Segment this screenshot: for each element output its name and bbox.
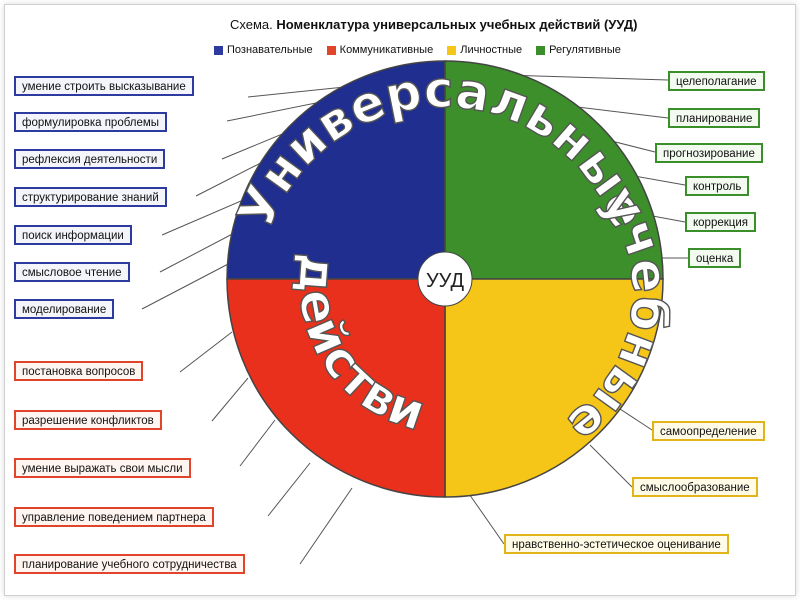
- communicative-item-questions: постановка вопросов: [14, 361, 144, 381]
- legend-swatch-blue: [214, 45, 223, 55]
- communicative-item-conflicts: разрешение конфликтов: [14, 410, 162, 430]
- personal-item-self-determination: самоопределение: [652, 421, 765, 441]
- cognitive-item-reading: смысловое чтение: [14, 262, 130, 282]
- title-main: Номенклатура универсальных учебных дейст…: [276, 17, 638, 32]
- wheel: [226, 60, 664, 498]
- center-label: УУД: [426, 270, 465, 292]
- personal-item-meaning: смыслообразование: [632, 477, 758, 497]
- quadrant-personal: [444, 278, 664, 498]
- cognitive-item-modeling: моделирование: [14, 299, 115, 319]
- regulatory-item-goal-setting: целеполагание: [668, 71, 765, 91]
- communicative-item-partner: управление поведением партнера: [14, 507, 214, 527]
- quadrant-cognitive: [226, 60, 446, 280]
- regulatory-item-control: контроль: [685, 176, 750, 196]
- legend-item-communicative: Коммуникативные: [326, 44, 434, 56]
- quadrant-regulatory: [444, 60, 664, 280]
- legend-item-cognitive: Познавательные: [214, 44, 313, 56]
- regulatory-item-planning: планирование: [668, 108, 761, 128]
- center-circle: [417, 251, 473, 307]
- regulatory-item-assessment: оценка: [688, 248, 742, 268]
- legend-label: Познавательные: [227, 44, 313, 56]
- legend-swatch-red: [326, 45, 336, 55]
- cognitive-item-structuring: структурирование знаний: [14, 187, 167, 207]
- diagram-title: Схема. Номенклатура универсальных учебны…: [230, 17, 637, 32]
- legend-swatch-yellow: [447, 45, 457, 55]
- communicative-item-cooperation: планирование учебного сотрудничества: [14, 554, 245, 574]
- cognitive-item-statements: умение строить высказывание: [14, 76, 194, 96]
- legend-item-regulatory: Регулятивные: [536, 44, 621, 56]
- legend: Познавательные Коммуникативные Личностны…: [214, 44, 621, 56]
- regulatory-item-correction: коррекция: [685, 212, 757, 232]
- regulatory-item-forecasting: прогнозирование: [655, 143, 763, 163]
- quadrant-communicative: [226, 278, 446, 498]
- legend-label: Личностные: [460, 44, 523, 56]
- legend-swatch-green: [536, 45, 546, 55]
- personal-item-moral-assessment: нравственно-эстетическое оценивание: [504, 534, 729, 554]
- legend-label: Регулятивные: [549, 44, 621, 56]
- cognitive-item-search: поиск информации: [14, 225, 132, 245]
- legend-item-personal: Личностные: [447, 44, 522, 56]
- cognitive-item-reflection: рефлексия деятельности: [14, 149, 166, 169]
- communicative-item-expression: умение выражать свои мысли: [14, 458, 191, 478]
- legend-label: Коммуникативные: [339, 44, 434, 56]
- cognitive-item-problem: формулировка проблемы: [14, 112, 168, 132]
- title-prefix: Схема.: [230, 17, 273, 32]
